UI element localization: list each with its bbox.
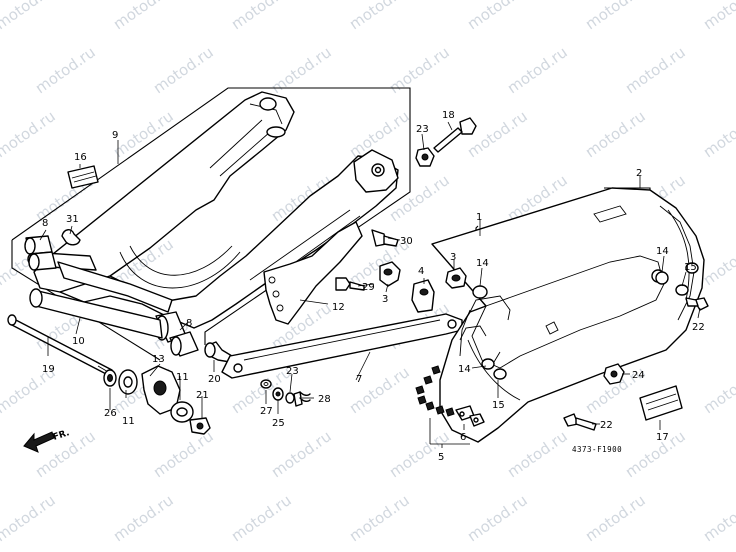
watermark-text: motod.ru: [0, 0, 59, 33]
callout-20: 20: [208, 374, 221, 385]
callout-22-right: 22: [692, 322, 705, 333]
watermark-text: motod.ru: [504, 427, 571, 481]
callout-14-left: 14: [476, 258, 489, 269]
watermark-text: motod.ru: [150, 43, 217, 97]
callout-11-left: 11: [122, 416, 135, 427]
bolt-3-right: [445, 267, 467, 289]
watermark-text: motod.ru: [346, 491, 413, 545]
watermark-text: motod.ru: [700, 0, 736, 33]
front-arrow-label: FR.: [52, 428, 71, 443]
watermark-text: motod.ru: [228, 0, 295, 33]
callout-12: 12: [332, 302, 345, 313]
callout-15-lower: 15: [492, 400, 505, 411]
watermark-text: motod.ru: [150, 427, 217, 481]
watermark-text: motod.ru: [32, 43, 99, 97]
callout-31: 31: [66, 214, 79, 225]
pivot-bushing-upper: [24, 235, 57, 271]
callout-4: 4: [418, 266, 424, 277]
figure-code: 4373-F1900: [572, 445, 622, 454]
callout-15-right: 15: [684, 262, 697, 273]
callout-21: 21: [196, 390, 209, 401]
watermark-text: motod.ru: [464, 107, 531, 161]
watermark-text: motod.ru: [464, 491, 531, 545]
watermark-text: motod.ru: [700, 107, 736, 161]
callout-5: 5: [438, 452, 444, 463]
callout-3-right: 3: [450, 252, 456, 263]
bolt-18: [433, 117, 477, 153]
torque-link: [221, 313, 463, 379]
watermark-text: motod.ru: [700, 491, 736, 545]
callout-8-lower: 8: [186, 318, 192, 329]
callout-24: 24: [632, 370, 645, 381]
hose-clip-31: [61, 229, 81, 246]
drive-chain: [415, 365, 485, 427]
callout-23-top: 23: [416, 124, 429, 135]
watermark-text: motod.ru: [464, 0, 531, 33]
nut-24: [603, 363, 625, 385]
caution-label-16: [67, 165, 99, 189]
pivot-collar: [29, 288, 163, 339]
bolt-30: [371, 229, 399, 247]
watermark-text: motod.ru: [622, 43, 689, 97]
callout-11-right: 11: [176, 372, 189, 383]
callout-6: 6: [460, 432, 466, 443]
front-direction-arrow: FR.: [23, 428, 71, 453]
nut-23-top: [415, 147, 435, 167]
watermark-text: motod.ru: [110, 491, 177, 545]
swingarm: [27, 91, 399, 329]
callout-8-upper: 8: [42, 218, 48, 229]
watermark-text: motod.ru: [386, 43, 453, 97]
callout-9: 9: [112, 130, 118, 141]
watermark-text: motod.ru: [582, 0, 649, 33]
leader-lines: [39, 121, 701, 448]
callout-28: 28: [318, 394, 331, 405]
caution-label-17: [639, 385, 683, 421]
callout-18: 18: [442, 110, 455, 121]
pivot-dust-seal-set: [103, 365, 211, 435]
callout-2: 2: [636, 168, 642, 179]
callout-14-lower: 14: [458, 364, 471, 375]
watermark-text: motod.ru: [582, 107, 649, 161]
adjuster-bolt: [204, 341, 233, 363]
callout-23-lower: 23: [286, 366, 299, 377]
watermark-text: motod.ru: [700, 363, 736, 417]
callout-25: 25: [272, 418, 285, 429]
callout-26: 26: [104, 408, 117, 419]
callout-19: 19: [42, 364, 55, 375]
callout-22-lower: 22: [600, 420, 613, 431]
callout-16: 16: [74, 152, 87, 163]
swingarm-assembly-box: [11, 87, 411, 361]
callout-14-right: 14: [656, 246, 669, 257]
callout-27: 27: [260, 406, 273, 417]
callout-1: 1: [476, 212, 482, 223]
bolt-22-lower: [563, 413, 597, 431]
shock-linkage-bracket: [263, 221, 363, 325]
watermark-text: motod.ru: [0, 107, 59, 161]
watermark-text: motod.ru: [700, 235, 736, 289]
callout-10: 10: [72, 336, 85, 347]
watermark-text: motod.ru: [268, 427, 335, 481]
chain-slider-block: [411, 279, 435, 313]
callout-13: 13: [152, 354, 165, 365]
watermark-text: motod.ru: [110, 0, 177, 33]
watermark-text: motod.ru: [504, 43, 571, 97]
bolt-29: [335, 277, 365, 291]
callout-numbers: 9 16 31 8 8 10 19 13 11 26 11 21 20 27 2…: [42, 110, 705, 463]
callout-7: 7: [356, 374, 362, 385]
bolt-22-right: [685, 297, 709, 311]
watermark-text: motod.ru: [582, 491, 649, 545]
watermark-text: motod.ru: [346, 0, 413, 33]
bolt-3-left: [379, 261, 401, 287]
watermark-text: motod.ru: [346, 363, 413, 417]
watermark-text: motod.ru: [268, 43, 335, 97]
watermark-text: motod.ru: [228, 491, 295, 545]
watermark-text: motod.ru: [0, 491, 59, 545]
callout-17: 17: [656, 432, 669, 443]
callout-3-left: 3: [382, 294, 388, 305]
watermark-text: motod.ru: [110, 107, 177, 161]
callout-29: 29: [362, 282, 375, 293]
callout-30: 30: [400, 236, 413, 247]
